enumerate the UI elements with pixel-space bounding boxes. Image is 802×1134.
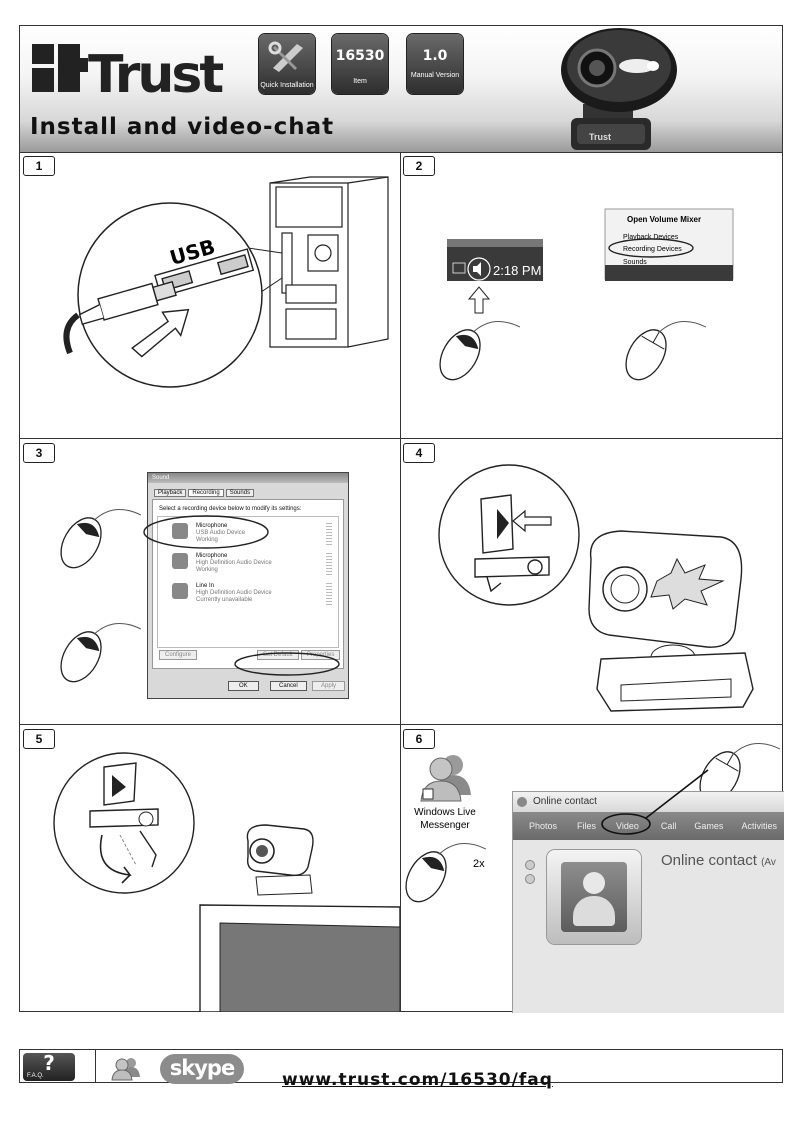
level-meter bbox=[326, 523, 332, 545]
level-meter bbox=[326, 583, 332, 605]
double-click-label: 2x bbox=[473, 858, 485, 870]
speaker-icon bbox=[467, 257, 491, 281]
menu-files[interactable]: Files bbox=[577, 821, 597, 831]
badge-label: Item bbox=[353, 78, 367, 85]
step4-illustration bbox=[438, 464, 754, 712]
menu-item: Sounds bbox=[623, 259, 647, 266]
contact-name: Online contact (Av bbox=[661, 852, 776, 869]
level-meter bbox=[326, 553, 332, 575]
mouse-icon bbox=[60, 623, 142, 683]
menu-games[interactable]: Games bbox=[694, 821, 724, 831]
device-name: Microphone bbox=[196, 553, 228, 559]
webcam-product-image: Trust bbox=[561, 28, 677, 150]
highlight-ellipse bbox=[234, 652, 340, 676]
skype-logo: skype bbox=[160, 1054, 244, 1084]
menu-item: Recording Devices bbox=[623, 246, 682, 253]
device-name: Line In bbox=[196, 583, 215, 589]
messenger-icon bbox=[111, 1058, 140, 1081]
faq-label: F.A.Q. bbox=[27, 1073, 44, 1079]
apply-button[interactable]: Apply bbox=[312, 681, 346, 691]
step-number: 6 bbox=[403, 729, 435, 749]
manual-version-badge: 1.0 Manual Version bbox=[407, 34, 463, 94]
highlight-ellipse bbox=[143, 515, 269, 549]
device-desc: High Definition Audio Device bbox=[196, 560, 272, 566]
step6-illustration: Windows Live Messenger 2x bbox=[405, 743, 781, 903]
mouse-icon bbox=[439, 321, 521, 381]
trust-logo: Trust bbox=[32, 44, 226, 100]
device-status: Working bbox=[196, 537, 218, 543]
menu-video[interactable]: Video bbox=[616, 821, 639, 831]
step5-illustration bbox=[53, 752, 400, 1012]
divider bbox=[19, 152, 783, 153]
messenger-icon bbox=[420, 755, 471, 802]
dialog-instruction: Select a recording device below to modif… bbox=[159, 506, 302, 512]
microphone-icon bbox=[172, 523, 188, 539]
taskbar-clock: 2:18 PM bbox=[493, 263, 541, 278]
line-in-icon bbox=[172, 583, 188, 599]
device-row[interactable]: Microphone USB Audio Device Working bbox=[196, 523, 245, 544]
tab-sounds[interactable]: Sounds bbox=[225, 489, 255, 497]
badge-value: 1.0 bbox=[422, 48, 448, 64]
wrench-screwdriver-icon bbox=[268, 41, 303, 72]
step-number: 2 bbox=[403, 156, 435, 176]
footer bbox=[19, 1049, 783, 1083]
ok-button[interactable]: OK bbox=[228, 681, 259, 691]
messenger-label: Messenger bbox=[420, 820, 470, 831]
divider bbox=[19, 438, 783, 439]
avatar bbox=[547, 850, 641, 944]
device-status: Working bbox=[196, 567, 218, 573]
divider bbox=[19, 724, 783, 725]
cancel-button[interactable]: Cancel bbox=[270, 681, 307, 691]
configure-button[interactable]: Configure bbox=[159, 650, 198, 660]
step1-illustration: USB bbox=[63, 176, 389, 388]
page-title: Install and video-chat bbox=[30, 114, 335, 140]
dialog-title: Sound bbox=[148, 473, 348, 483]
sound-dialog: Sound Playback Recording Sounds Select a… bbox=[147, 472, 349, 699]
step-number: 5 bbox=[23, 729, 55, 749]
device-name: Microphone bbox=[196, 523, 228, 529]
mouse-icon bbox=[699, 743, 781, 803]
item-number-badge: 16530 Item bbox=[332, 34, 388, 94]
device-desc: High Definition Audio Device bbox=[196, 590, 272, 596]
badge-label: Manual Version bbox=[410, 72, 460, 79]
step-number: 4 bbox=[403, 443, 435, 463]
menu-item: Open Volume Mixer bbox=[627, 215, 701, 224]
step3-illustration bbox=[60, 509, 142, 683]
window-title: Online contact bbox=[513, 792, 784, 812]
quick-installation-badge: Quick Installation bbox=[259, 34, 315, 94]
badge-label: Quick Installation bbox=[260, 82, 314, 89]
step-number: 3 bbox=[23, 443, 55, 463]
step-number: 1 bbox=[23, 156, 55, 176]
video-highlight bbox=[601, 769, 709, 835]
device-row[interactable]: Line In High Definition Audio Device Cur… bbox=[196, 583, 272, 604]
divider bbox=[95, 1049, 96, 1083]
messenger-label: Windows Live bbox=[414, 807, 476, 818]
device-status: Currently unavailable bbox=[196, 597, 253, 603]
badge-value: 16530 bbox=[335, 48, 385, 64]
tab-recording[interactable]: Recording bbox=[188, 489, 224, 497]
brand-text: Trust bbox=[88, 45, 223, 100]
step2-illustration: 2:18 PM Open Volume Mixer Playback Devic… bbox=[439, 208, 734, 381]
menu-photos[interactable]: Photos bbox=[529, 821, 558, 831]
faq-icon: ? F.A.Q. bbox=[23, 1053, 75, 1081]
menu-item: Playback Devices bbox=[623, 234, 679, 241]
microphone-icon bbox=[172, 553, 188, 569]
mouse-icon bbox=[405, 843, 487, 903]
tab-playback[interactable]: Playback bbox=[154, 489, 187, 497]
faq-url-link[interactable]: www.trust.com/16530/faq bbox=[282, 1070, 553, 1090]
mouse-icon bbox=[60, 509, 142, 569]
menu-activities[interactable]: Activities bbox=[741, 821, 777, 831]
device-row[interactable]: Microphone High Definition Audio Device … bbox=[196, 553, 272, 574]
menu-call[interactable]: Call bbox=[660, 821, 677, 831]
manual-frame bbox=[19, 25, 783, 1012]
divider bbox=[400, 152, 401, 1012]
webcam-logo: Trust bbox=[589, 132, 611, 142]
device-desc: USB Audio Device bbox=[196, 530, 246, 536]
mouse-icon bbox=[625, 321, 707, 381]
messenger-small-icon bbox=[517, 797, 527, 807]
